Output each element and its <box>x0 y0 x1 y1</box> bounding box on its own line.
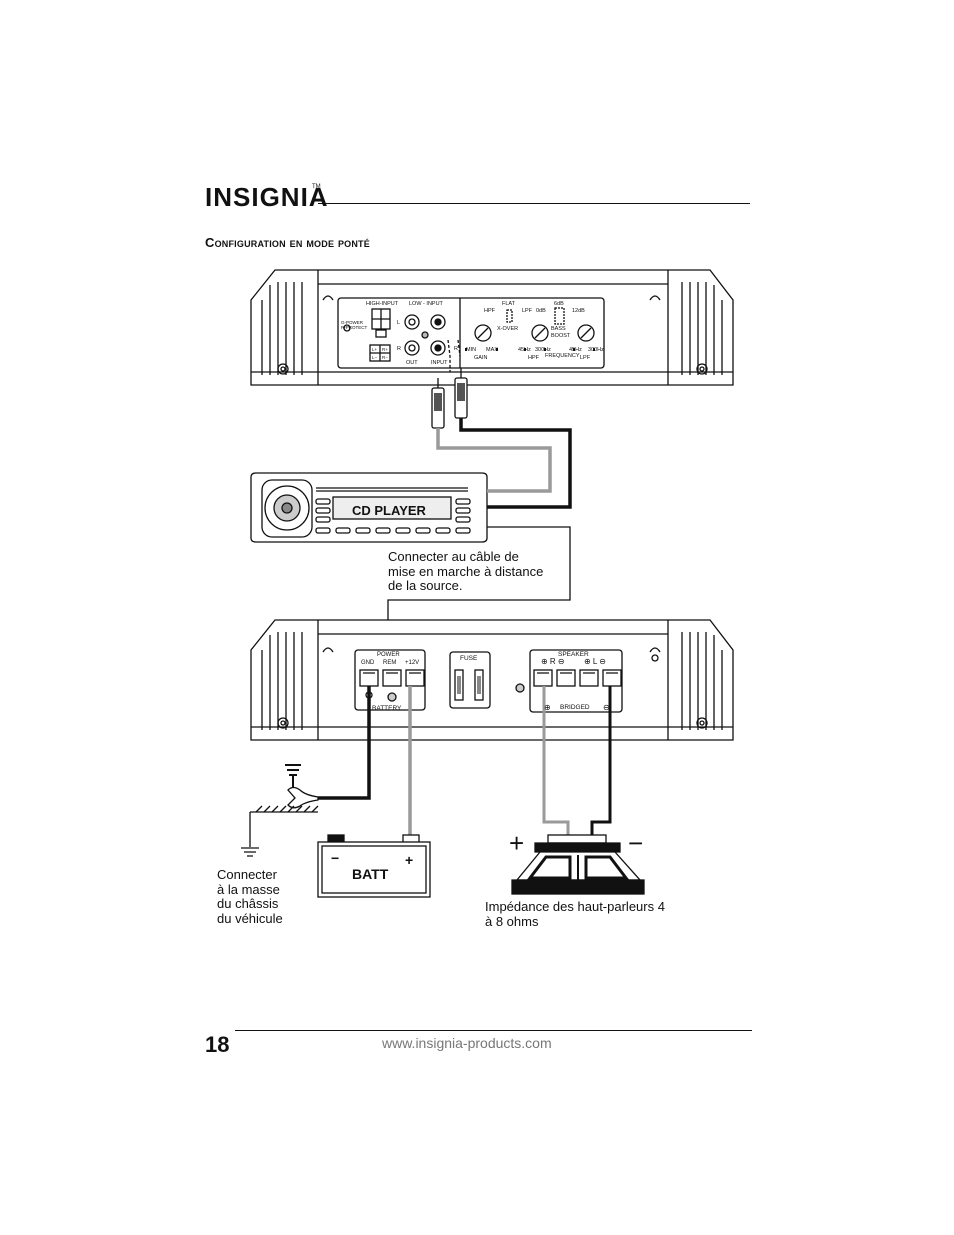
label-r-protect: R-PROTECT <box>341 325 367 330</box>
label-fuse: FUSE <box>460 655 478 662</box>
label-out: OUT <box>406 360 418 366</box>
label-bridged-plus: ⊕ <box>544 703 551 712</box>
label-x-over: X-OVER <box>497 326 518 332</box>
label-min: MIN <box>466 347 476 353</box>
impedance-caption-line-2: à 8 ohms <box>485 913 539 929</box>
remote-caption-line-3: de la source. <box>388 578 463 593</box>
cd-player-label: CD PLAYER <box>352 503 427 518</box>
label-speaker: SPEAKER <box>558 651 589 658</box>
label-bridged-minus: ⊖ <box>603 703 610 712</box>
label-l-minus: L− <box>372 355 378 360</box>
label-right-2: R <box>454 346 458 352</box>
label-bridged: BRIDGED <box>560 704 590 711</box>
label-l-plus: L+ <box>372 347 378 352</box>
label-0db: 0dB <box>536 308 546 314</box>
label-rem: REM <box>383 660 396 666</box>
ground-terminal <box>285 764 319 809</box>
label-r-minus: R− <box>382 355 388 360</box>
impedance-caption-line-1: Impédance des haut-parleurs 4 <box>485 899 665 914</box>
header-rule <box>318 203 750 204</box>
label-6db: 6dB <box>554 301 564 307</box>
ground-caption-line-4: du véhicule <box>217 910 283 926</box>
label-right: R <box>397 346 401 352</box>
label-input: INPUT <box>431 360 448 366</box>
speaker-plus-sign: + <box>509 828 524 858</box>
impedance-caption: Impédance des haut-parleurs 4 à 8 ohms <box>485 899 665 929</box>
remote-caption: Connecter au câble de mise en marche à d… <box>388 549 544 594</box>
top-amplifier <box>250 269 734 386</box>
ground-caption: Connecter à la masse du châssis du véhic… <box>217 867 283 926</box>
label-gnd: GND <box>361 660 375 666</box>
footer-url[interactable]: www.insignia-products.com <box>382 1035 552 1051</box>
ground-caption-line-3: du châssis <box>217 896 279 911</box>
label-left: L <box>397 320 400 326</box>
bottom-amplifier <box>250 619 734 741</box>
label-g-power: G-POWER <box>341 320 364 325</box>
battery-minus: − <box>331 850 339 866</box>
label-battery: BATTERY <box>372 705 402 712</box>
label-hpf-2: HPF <box>528 355 540 361</box>
battery-body <box>317 834 431 898</box>
label-hpf: HPF <box>484 308 496 314</box>
remote-caption-line-2: mise en marche à distance <box>388 563 544 579</box>
label-speaker-l: ⊕ L ⊖ <box>584 657 606 666</box>
battery-label: BATT <box>352 866 389 882</box>
label-45hz-a: 45Hz <box>518 347 531 353</box>
cd-player-unit <box>250 472 488 543</box>
label-low-input: LOW - INPUT <box>409 301 444 307</box>
trademark: TM <box>312 184 321 190</box>
label-bass: BASS <box>551 326 566 332</box>
label-300hz-a: 300Hz <box>535 347 551 353</box>
ground-caption-line-2: à la masse <box>217 881 280 897</box>
label-speaker-r: ⊕ R ⊖ <box>541 657 565 666</box>
battery-plus: + <box>405 852 413 868</box>
footer-rule <box>235 1030 752 1031</box>
label-12db: 12dB <box>572 308 585 314</box>
label-boost: BOOST <box>551 333 571 339</box>
label-lpf-2: LPF <box>580 355 591 361</box>
ground-caption-line-1: Connecter <box>217 867 277 882</box>
label-45hz-b: 45Hz <box>569 347 582 353</box>
label-r-plus: R+ <box>382 347 388 352</box>
label-frequency: FREQUENCY <box>545 353 580 359</box>
label-12v: +12V <box>405 660 419 666</box>
section-title: Configuration en mode ponté <box>205 235 370 250</box>
remote-caption-line-1: Connecter au câble de <box>388 549 519 564</box>
label-flat: FLAT <box>502 301 516 307</box>
section-title-text: Configuration en mode ponté <box>205 235 370 250</box>
label-max: MAX <box>486 347 498 353</box>
speaker-body <box>511 834 645 895</box>
label-power: POWER <box>377 652 400 658</box>
label-high-input: HIGH-INPUT <box>366 301 399 307</box>
label-300hz-b: 300Hz <box>588 347 604 353</box>
speaker-minus-sign: − <box>628 828 643 858</box>
rca-plugs <box>431 368 468 429</box>
label-gain: GAIN <box>474 355 487 361</box>
label-lpf: LPF <box>522 308 533 314</box>
page-number: 18 <box>205 1032 230 1057</box>
brand-logo: INSIGNIA <box>205 182 329 212</box>
